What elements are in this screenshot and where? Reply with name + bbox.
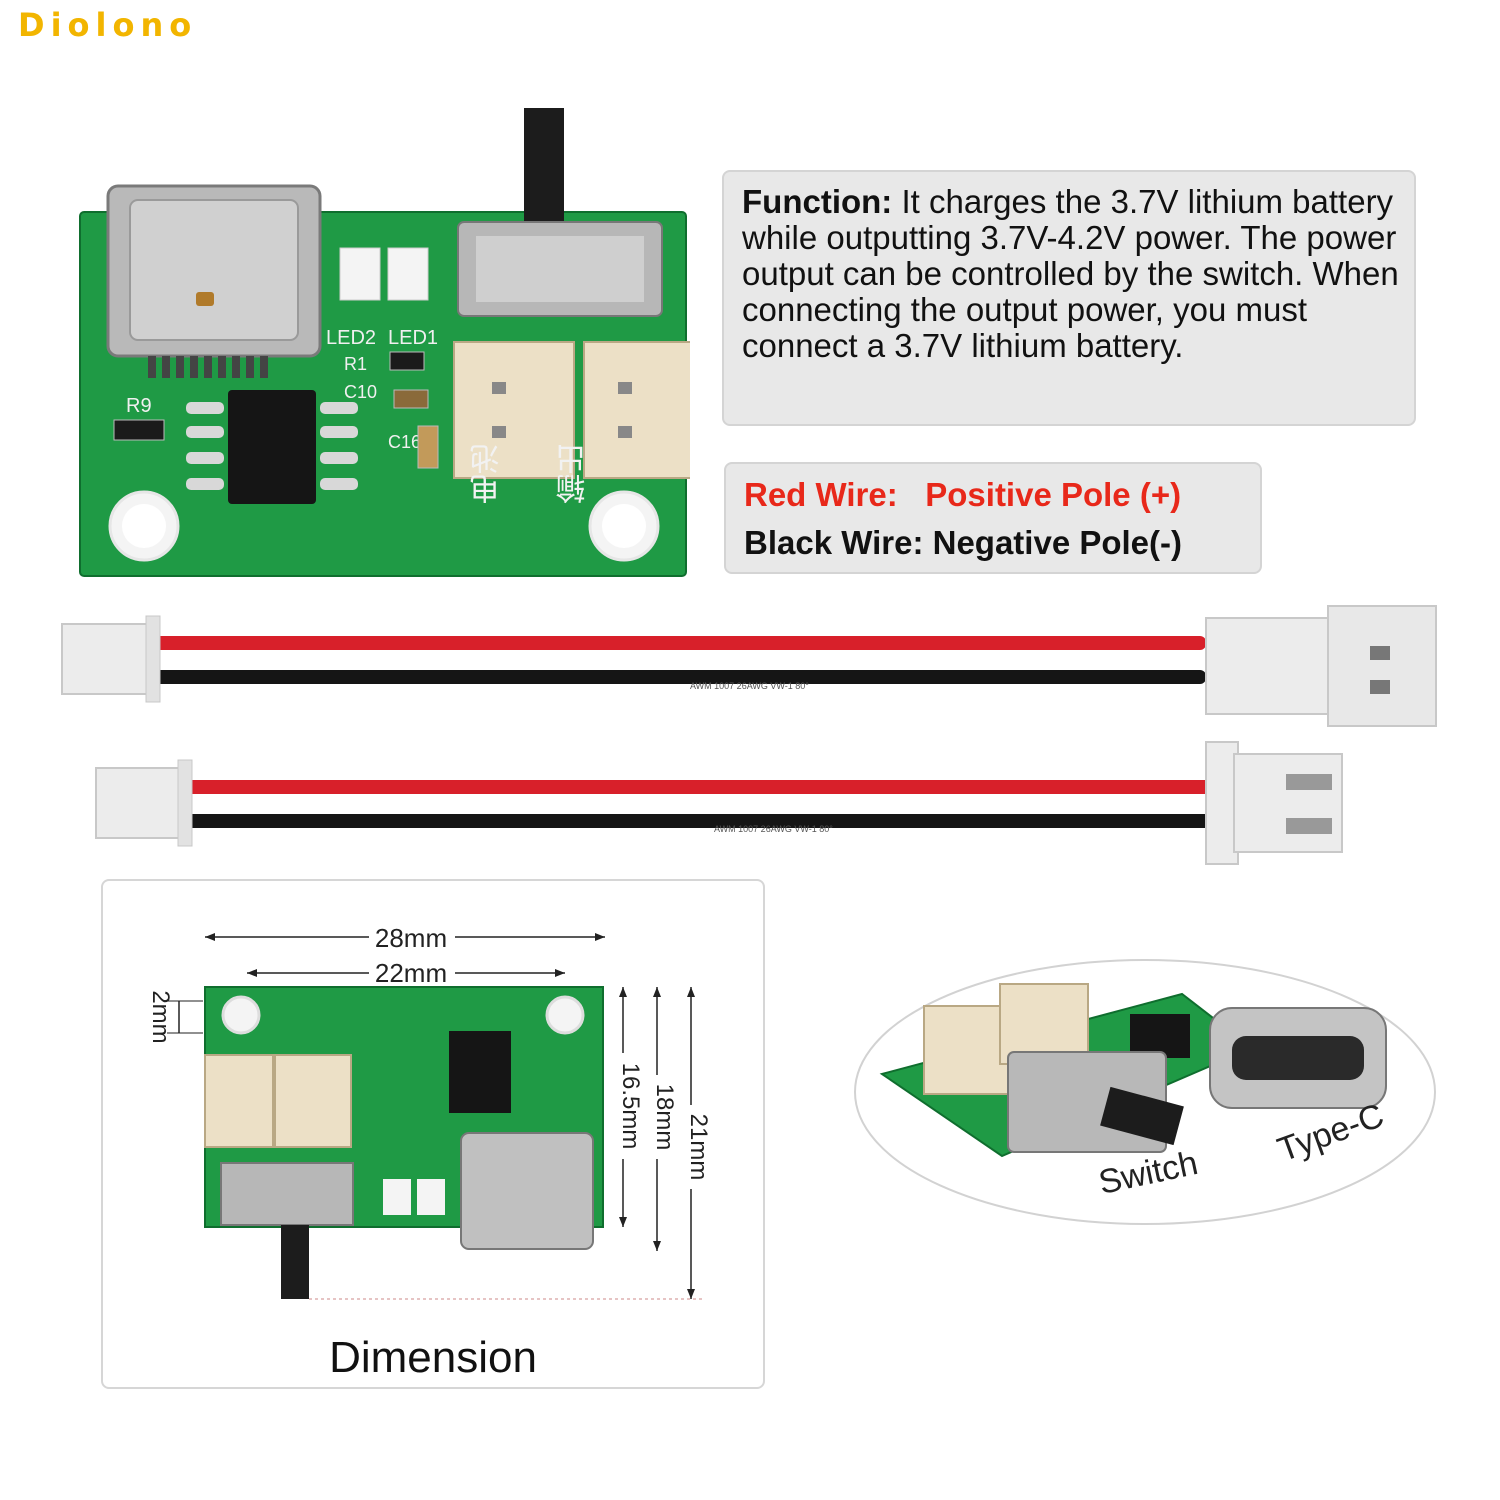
svg-text:AWM 1007 26AWG VW-1: AWM 1007 26AWG VW-1 80° [690, 681, 809, 691]
svg-text:LED1: LED1 [388, 327, 438, 349]
dimension-drawing: 28mm 22mm 2mm 16.5mm 18mm 21mm [147, 921, 712, 1300]
small-plug-left [95, 767, 187, 839]
wire-legend-box: Red Wire: Positive Pole (+) Black Wire: … [724, 462, 1262, 574]
dim-switch-lever [281, 1225, 309, 1299]
board-3d-view: Switch Type-C [854, 959, 1436, 1225]
black-wire-label: Black Wire: [744, 524, 924, 561]
brand-logo: Diolono [18, 6, 198, 44]
small-plug-left [61, 623, 155, 695]
cable-short: AWM 1007 26AWG VW-1 80° [95, 741, 1343, 865]
black-wire-row: Black Wire: Negative Pole(-) [744, 524, 1182, 562]
svg-text:AWM 1007 26AWG VW-1: AWM 1007 26AWG VW-1 80° [714, 824, 833, 834]
dim-height-a: 16.5mm [617, 1063, 644, 1150]
svg-text:C16: C16 [388, 432, 421, 452]
red-wire [154, 636, 1206, 650]
dim-width-inner: 22mm [375, 958, 447, 988]
output-connector [583, 341, 690, 479]
black-wire [154, 670, 1206, 684]
svg-text:C10: C10 [344, 382, 377, 402]
dimension-title: Dimension [329, 1333, 537, 1382]
svg-text:LED2: LED2 [326, 327, 376, 349]
black-wire [186, 814, 1220, 828]
large-plug-right [1205, 617, 1337, 715]
switch-lever [524, 108, 564, 232]
led1 [387, 247, 429, 301]
red-wire [186, 780, 1220, 794]
svg-text:R9: R9 [126, 395, 152, 417]
function-label: Function: [742, 183, 893, 220]
ic-chip [228, 390, 316, 504]
svg-text:电池: 电池 [471, 444, 505, 504]
function-text: It charges the 3.7V lithium battery whil… [742, 183, 1399, 364]
dimension-panel: 28mm 22mm 2mm 16.5mm 18mm 21mm [101, 879, 765, 1389]
dim-height-c: 21mm [685, 1114, 712, 1181]
function-info-box: Function: It charges the 3.7V lithium ba… [722, 170, 1416, 426]
svg-text:输出: 输出 [557, 444, 591, 504]
dim-height-b: 18mm [651, 1084, 678, 1151]
black-wire-value: Negative Pole(-) [932, 524, 1182, 561]
red-wire-row: Red Wire: Positive Pole (+) [744, 476, 1181, 514]
pcb-top-view: LED2 LED1 R1 C10 C16 R9 电池 输出 [79, 108, 690, 577]
dim-width-outer: 28mm [375, 923, 447, 953]
cable-long: AWM 1007 26AWG VW-1 80° [61, 605, 1437, 727]
red-wire-label: Red Wire: [744, 476, 898, 513]
svg-text:R1: R1 [344, 354, 367, 374]
led2 [339, 247, 381, 301]
function-description: Function: It charges the 3.7V lithium ba… [742, 184, 1412, 364]
battery-connector [453, 341, 575, 479]
red-wire-value: Positive Pole (+) [925, 476, 1182, 513]
dim-hole-offset: 2mm [147, 990, 174, 1043]
